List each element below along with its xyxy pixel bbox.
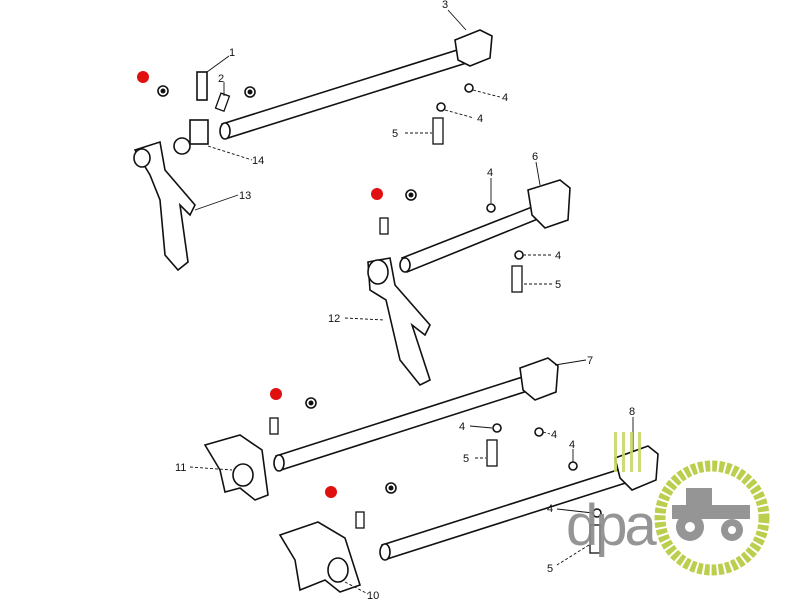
callout-labels: 1 2 3 4 4 5 14 13 6 4 4 5 12 7 4 4 5 11 … bbox=[175, 0, 635, 600]
red-markers bbox=[137, 71, 383, 498]
callout-3: 3 bbox=[442, 0, 448, 11]
callout-7: 7 bbox=[587, 355, 593, 367]
spring-5-mid bbox=[511, 265, 523, 293]
selector-14 bbox=[173, 119, 209, 155]
callout-4: 4 bbox=[547, 503, 553, 515]
wheat-icon bbox=[614, 432, 641, 472]
spring-2 bbox=[214, 92, 231, 113]
callout-2: 2 bbox=[218, 73, 224, 85]
leader-lines bbox=[189, 9, 634, 595]
callout-4: 4 bbox=[477, 113, 483, 125]
shift-rail-8 bbox=[379, 445, 659, 561]
tractor-icon bbox=[672, 488, 750, 541]
spring-5-bottom bbox=[589, 524, 601, 554]
callout-5: 5 bbox=[547, 563, 553, 575]
callout-8: 8 bbox=[629, 406, 635, 418]
callout-5: 5 bbox=[555, 279, 561, 291]
callout-4: 4 bbox=[487, 167, 493, 179]
red-marker bbox=[371, 188, 383, 200]
callout-4: 4 bbox=[555, 250, 561, 262]
setscrew-bottom bbox=[355, 511, 365, 529]
shift-fork-10 bbox=[278, 521, 361, 593]
circled-dot-symbols bbox=[157, 85, 417, 494]
shift-rail-7 bbox=[273, 357, 559, 472]
callout-4: 4 bbox=[551, 429, 557, 441]
shift-rail-top bbox=[219, 29, 493, 140]
callout-1: 1 bbox=[229, 47, 235, 59]
callout-14: 14 bbox=[252, 155, 264, 167]
dpa-logo: dpa bbox=[566, 432, 770, 576]
bolt-1 bbox=[196, 71, 208, 101]
callout-5: 5 bbox=[392, 128, 398, 140]
shift-fork-12 bbox=[367, 257, 431, 387]
callout-13: 13 bbox=[239, 190, 251, 202]
setscrew-lower bbox=[269, 417, 279, 435]
spring-5-top bbox=[432, 117, 444, 145]
callout-4: 4 bbox=[459, 421, 465, 433]
callout-4: 4 bbox=[502, 92, 508, 104]
red-marker bbox=[270, 388, 282, 400]
shift-fork-11 bbox=[203, 434, 269, 501]
callout-11: 11 bbox=[175, 462, 186, 474]
logo-text: dpa bbox=[566, 493, 658, 558]
spring-5-lower bbox=[486, 439, 498, 467]
callout-6: 6 bbox=[532, 151, 538, 163]
callout-5: 5 bbox=[463, 453, 469, 465]
shift-rail-6 bbox=[399, 179, 571, 274]
setscrew-mid bbox=[379, 217, 389, 235]
shift-fork-13 bbox=[133, 140, 196, 272]
detent-balls bbox=[436, 83, 602, 518]
red-marker bbox=[137, 71, 149, 83]
callout-10: 10 bbox=[367, 590, 379, 600]
red-marker bbox=[325, 486, 337, 498]
callout-4: 4 bbox=[569, 439, 575, 451]
callout-12: 12 bbox=[328, 313, 340, 325]
